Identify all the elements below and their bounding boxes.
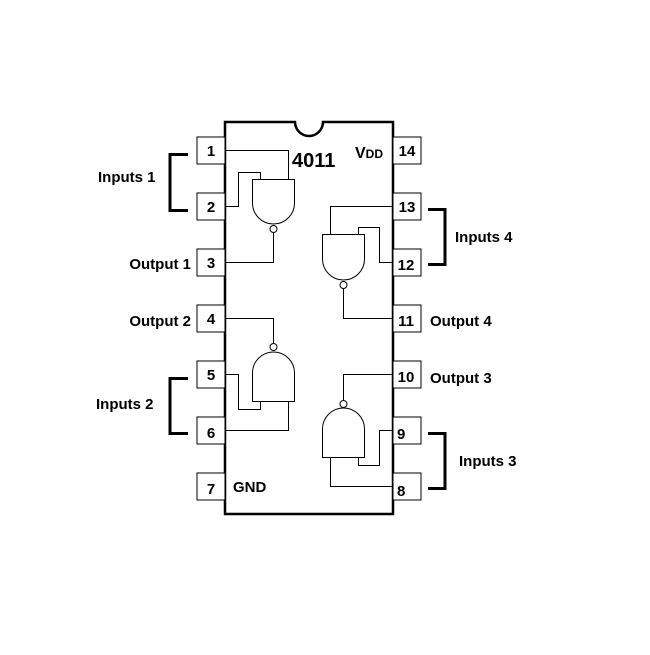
pin-box: [196, 192, 226, 221]
pin-9: 9: [392, 416, 422, 445]
pin-box: [392, 136, 422, 165]
pin-box: [392, 360, 422, 389]
pin-number: 4: [207, 311, 216, 328]
wire-output: [225, 318, 274, 344]
nand-gate-1: [225, 150, 295, 263]
group-label: Inputs 3: [459, 453, 517, 470]
pin-number: 12: [398, 257, 415, 274]
pin-box: [392, 416, 422, 445]
input-group-2: Inputs 2: [96, 377, 188, 435]
pin-8: 8: [392, 472, 422, 501]
inversion-bubble: [339, 400, 348, 408]
bracket: [428, 208, 447, 266]
inversion-bubble: [339, 281, 348, 289]
pin-label-output-3: Output 3: [430, 370, 492, 387]
pin-box: [392, 304, 422, 333]
pin-box: [196, 248, 226, 277]
nand-gate-body: [322, 407, 365, 458]
pin-11: 11 Output 4: [392, 304, 492, 333]
pin-box: [196, 416, 226, 445]
nand-gate-body: [252, 179, 295, 225]
wire-pin9: [358, 430, 393, 466]
nand-gate-3: [322, 374, 393, 487]
pin-number: 6: [207, 425, 215, 442]
wire-pin13: [330, 206, 393, 234]
wire-output: [225, 232, 274, 263]
vdd-label-sub: DD: [366, 147, 384, 161]
group-label: Inputs 2: [96, 396, 154, 413]
pin-number: 11: [398, 313, 414, 330]
pin-label-output-4: Output 4: [430, 313, 492, 330]
pin-number: 9: [397, 426, 405, 443]
nand-gate-4: [322, 206, 393, 319]
pin-number: 8: [397, 483, 405, 500]
pin-box: [392, 192, 422, 221]
pin-3: 3 Output 1: [129, 248, 226, 277]
pin-label-output-1: Output 1: [129, 256, 191, 273]
nand-gate-2: [225, 318, 295, 431]
pin-13: 13: [392, 192, 422, 221]
wire-pin5: [225, 374, 261, 410]
pin-label-output-2: Output 2: [129, 313, 191, 330]
pin-number: 10: [398, 369, 415, 386]
nand-gate-body: [252, 351, 295, 402]
pin-4: 4 Output 2: [129, 304, 226, 333]
pin-box: [196, 472, 226, 501]
right-pins: 14 13 12 11 Output 4 10 Output 3: [392, 136, 492, 501]
input-group-4: Inputs 4: [428, 208, 513, 266]
pin-number: 13: [399, 199, 416, 216]
nand-gate-body: [322, 234, 365, 281]
pin-10: 10 Output 3: [392, 360, 492, 389]
vdd-label-main: V: [355, 145, 366, 162]
group-label: Inputs 4: [455, 229, 513, 246]
pin-7: 7: [196, 472, 226, 501]
input-group-3: Inputs 3: [428, 432, 517, 490]
pin-number: 1: [207, 143, 215, 160]
wire-output: [343, 374, 393, 401]
chip-outline: [223, 120, 395, 516]
input-group-1: Inputs 1: [98, 153, 188, 212]
inversion-bubble: [269, 225, 278, 233]
pin-number: 2: [207, 199, 215, 216]
pin-box: [196, 360, 226, 389]
wire-pin8: [330, 458, 393, 487]
pin-number: 7: [207, 481, 215, 498]
vdd-label: VDD: [355, 145, 383, 162]
pin-box: [392, 248, 422, 277]
left-pins: 1 2 3 Output 1 4 Output 2 5 6: [129, 136, 226, 501]
wire-pin6: [225, 402, 289, 431]
wire-pin2: [225, 172, 261, 207]
pin-12: 12: [392, 248, 422, 277]
pin-6: 6: [196, 416, 226, 445]
wire-output: [343, 288, 393, 319]
bracket: [168, 153, 188, 212]
chip-body: 4011 VDD GND: [223, 120, 395, 516]
inversion-bubble: [269, 343, 278, 351]
group-label: Inputs 1: [98, 169, 156, 186]
wire-pin1: [225, 150, 289, 179]
chip-part-number: 4011: [292, 150, 335, 172]
pin-number: 3: [207, 255, 215, 272]
pin-number: 5: [207, 367, 215, 384]
pin-5: 5: [196, 360, 226, 389]
pin-1: 1: [196, 136, 226, 165]
bracket: [168, 377, 188, 435]
pin-box: [392, 472, 422, 501]
pin-2: 2: [196, 192, 226, 221]
bracket: [428, 432, 447, 490]
gnd-label: GND: [233, 479, 267, 496]
wire-pin12: [358, 227, 393, 263]
pin-number: 14: [399, 143, 416, 160]
pin-14: 14: [392, 136, 422, 165]
